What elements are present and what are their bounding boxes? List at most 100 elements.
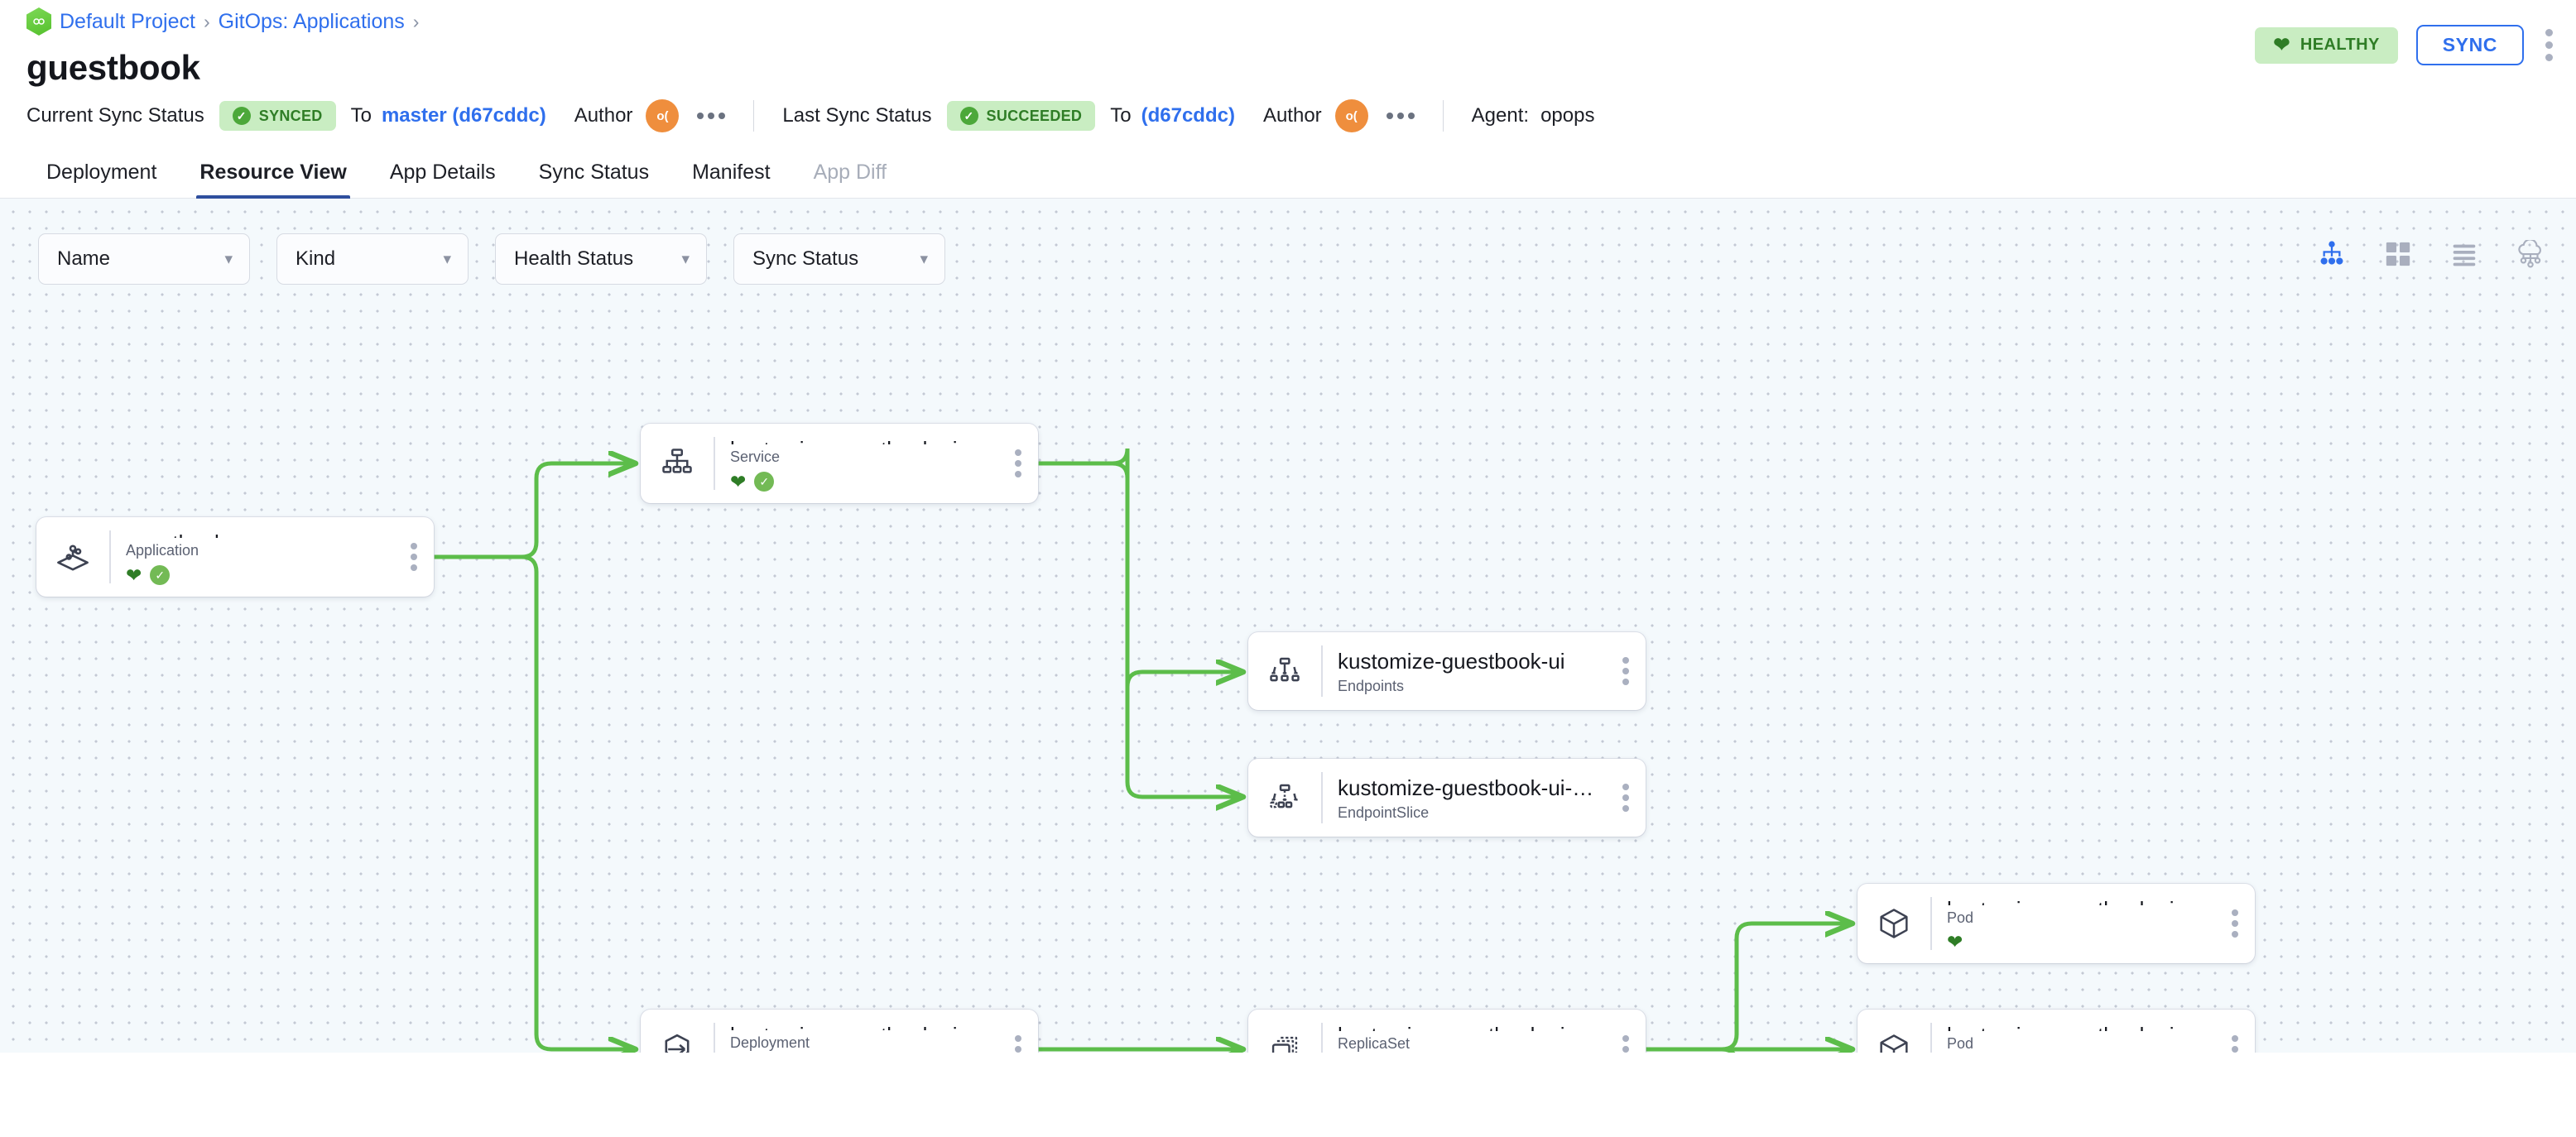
node-kind: Service — [730, 449, 781, 466]
node-status-icons: ❤ ✓ — [730, 472, 1007, 492]
current-author-label: Author — [574, 104, 633, 127]
node-kind: EndpointSlice — [1338, 804, 1430, 822]
service-icon — [641, 424, 714, 503]
heart-icon: ❤ — [1947, 931, 1963, 952]
chevron-down-icon: ▾ — [681, 250, 690, 268]
filter-kind-select[interactable]: Kind ▾ — [276, 233, 469, 285]
current-sync-status-label: Current Sync Status — [26, 104, 204, 127]
node-kind: ReplicaSet — [1338, 1035, 1411, 1053]
node-content: kustomize-guestbook-ui Endpoints — [1323, 632, 1614, 710]
filter-health-status-label: Health Status — [514, 247, 634, 270]
status-badge-health-label: HEALTHY — [2300, 36, 2380, 54]
node-divider — [714, 1023, 715, 1053]
graph-node-pod-2[interactable]: kustomize-guestbook-ui-… Pod ❤ — [1858, 1010, 2255, 1053]
node-divider — [1321, 1023, 1323, 1053]
node-content: kustomize-guestbook-ui-… ReplicaSet ❤ — [1323, 1010, 1614, 1053]
resource-graph-canvas[interactable]: Name ▾ Kind ▾ Health Status ▾ Sync Statu… — [0, 199, 2576, 1053]
node-menu-icon[interactable] — [2223, 1035, 2255, 1053]
node-name: kustomize-guestbook-ui — [1338, 649, 1565, 674]
graph-node-endpoints[interactable]: kustomize-guestbook-ui Endpoints — [1248, 632, 1646, 710]
endpoints-icon — [1248, 632, 1321, 710]
node-menu-icon[interactable] — [1007, 449, 1038, 477]
node-menu-icon[interactable] — [1614, 1035, 1646, 1053]
edge-replicaset-pod1 — [1643, 924, 1851, 1052]
current-sync-status-value: SYNCED — [258, 107, 323, 124]
current-author-more-icon[interactable] — [697, 113, 726, 119]
deployment-icon — [641, 1010, 714, 1053]
graph-node-pod-1[interactable]: kustomize-guestbook-ui-… Pod ❤ — [1858, 884, 2255, 963]
last-author-avatar[interactable]: o( — [1334, 99, 1368, 132]
last-sync-status-badge: ✓ SUCCEEDED — [946, 101, 1096, 131]
tab-app-diff: App Diff — [813, 161, 887, 184]
last-sync-status-label: Last Sync Status — [782, 104, 932, 127]
endpointslice-icon — [1248, 759, 1321, 837]
tab-manifest[interactable]: Manifest — [692, 161, 771, 184]
node-name: kustomize-guestbook-ui-… — [1338, 775, 1594, 801]
node-divider — [1321, 645, 1323, 697]
last-to-label: To — [1110, 104, 1132, 127]
graph-node-endpointslice[interactable]: kustomize-guestbook-ui-… EndpointSlice — [1248, 759, 1646, 837]
last-author-more-icon[interactable] — [1386, 113, 1415, 119]
graph-node-replicaset[interactable]: kustomize-guestbook-ui-… ReplicaSet ❤ — [1248, 1010, 1646, 1053]
node-content: kustomize-guestbook-ui-… EndpointSlice — [1323, 759, 1614, 837]
graph-node-application[interactable]: guestbook Application ❤ ✓ — [36, 517, 434, 597]
node-menu-icon[interactable] — [1007, 1035, 1038, 1053]
tab-deployment[interactable]: Deployment — [46, 161, 157, 184]
node-menu-icon[interactable] — [402, 543, 434, 571]
node-divider — [1930, 1023, 1932, 1053]
graph-node-deployment[interactable]: kustomize-guestbook-ui Deployment ❤ ✓ — [641, 1010, 1038, 1053]
node-name: guestbook — [126, 530, 402, 538]
node-kind: Pod — [1947, 1035, 1974, 1053]
breadcrumb-item-default-project[interactable]: Default Project — [60, 9, 195, 33]
last-sync-status-value: SUCCEEDED — [986, 107, 1083, 124]
sync-button[interactable]: SYNC — [2415, 25, 2524, 65]
node-name: kustomize-guestbook-ui — [730, 1023, 1007, 1030]
filter-name-select[interactable]: Name ▾ — [38, 233, 250, 285]
last-revision-link[interactable]: (d67cddc) — [1141, 104, 1235, 127]
project-hex-icon — [26, 7, 51, 36]
node-menu-icon[interactable] — [2223, 909, 2255, 938]
node-content: kustomize-guestbook-ui-… Pod ❤ — [1932, 884, 2223, 963]
tab-sync-status[interactable]: Sync Status — [538, 161, 650, 184]
node-divider — [1321, 772, 1323, 823]
node-divider — [714, 437, 715, 490]
header-actions: ❤ HEALTHY SYNC — [2255, 25, 2556, 65]
filter-sync-status-select[interactable]: Sync Status ▾ — [733, 233, 945, 285]
tab-app-details[interactable]: App Details — [389, 161, 496, 184]
node-menu-icon[interactable] — [1614, 657, 1646, 685]
pod-icon — [1858, 1010, 1930, 1053]
filter-health-status-select[interactable]: Health Status ▾ — [495, 233, 707, 285]
edge-service-endpoints — [1036, 448, 1242, 688]
breadcrumb-item-gitops-applications[interactable]: GitOps: Applications — [218, 9, 405, 33]
graph-node-service[interactable]: kustomize-guestbook-ui Service ❤ ✓ — [641, 424, 1038, 503]
edge-app-deployment — [431, 554, 634, 1049]
node-status-icons: ❤ — [1947, 933, 2223, 952]
check-circle-icon: ✓ — [232, 107, 251, 125]
grid-view-icon[interactable] — [2381, 237, 2415, 271]
page-title: guestbook — [26, 48, 200, 87]
current-revision-link[interactable]: master (d67cddc) — [381, 104, 546, 127]
chevron-down-icon: ▾ — [224, 250, 233, 268]
network-view-icon[interactable] — [2513, 237, 2548, 271]
application-icon — [36, 517, 109, 597]
breadcrumb: Default Project › GitOps: Applications › — [26, 0, 2576, 43]
node-menu-icon[interactable] — [1614, 784, 1646, 812]
filter-sync-status-label: Sync Status — [752, 247, 859, 270]
node-status-icons: ❤ ✓ — [126, 565, 402, 585]
node-content: kustomize-guestbook-ui Service ❤ ✓ — [715, 424, 1007, 503]
tree-view-icon[interactable] — [2314, 237, 2349, 271]
node-content: guestbook Application ❤ ✓ — [111, 517, 402, 597]
chevron-down-icon: ▾ — [920, 250, 928, 268]
tab-bar: Deployment Resource View App Details Syn… — [0, 147, 2576, 199]
list-view-icon[interactable] — [2447, 237, 2482, 271]
current-to-label: To — [350, 104, 372, 127]
tab-resource-view[interactable]: Resource View — [178, 161, 368, 199]
filter-bar: Name ▾ Kind ▾ Health Status ▾ Sync Statu… — [38, 233, 945, 285]
current-author-avatar[interactable]: o( — [646, 99, 680, 132]
node-kind: Pod — [1947, 909, 1974, 927]
node-name: kustomize-guestbook-ui-… — [1947, 1023, 2223, 1031]
chevron-down-icon: ▾ — [443, 250, 451, 268]
node-content: kustomize-guestbook-ui Deployment ❤ ✓ — [715, 1010, 1007, 1053]
node-kind: Application — [126, 542, 199, 559]
kebab-menu-icon[interactable] — [2542, 26, 2556, 65]
